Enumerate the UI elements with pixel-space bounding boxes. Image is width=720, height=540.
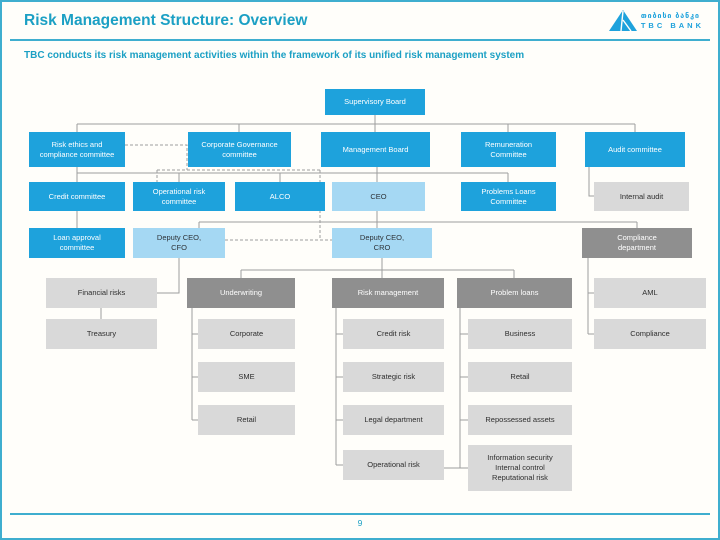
org-node-loan-approval-committee: Loan approval committee (29, 228, 125, 258)
org-node-underwriting: Underwriting (187, 278, 295, 308)
logo-triangle-icon (608, 10, 637, 31)
org-node-compliance-department: Compliance department (582, 228, 692, 258)
org-node-deputy-ceo-cfo: Deputy CEO, CFO (133, 228, 225, 258)
org-node-legal-department: Legal department (343, 405, 444, 435)
org-node-credit-committee: Credit committee (29, 182, 125, 211)
dashed-connector (125, 144, 188, 170)
org-node-retail-underwriting: Retail (198, 405, 295, 435)
logo-latin-name: TBC BANK (640, 20, 704, 30)
org-node-information-security: Information security Internal control Re… (468, 445, 572, 491)
org-node-ceo: CEO (332, 182, 425, 211)
org-node-remuneration-committee: Remuneration Committee (461, 132, 556, 167)
org-node-deputy-ceo-cro: Deputy CEO, CRO (332, 228, 432, 258)
org-node-credit-risk: Credit risk (343, 319, 444, 349)
org-node-financial-risks: Financial risks (46, 278, 157, 308)
org-node-operational-risk: Operational risk (343, 450, 444, 480)
footer-rule (10, 513, 710, 515)
org-node-business: Business (468, 319, 572, 349)
org-node-retail-problem-loans: Retail (468, 362, 572, 392)
logo-georgian-name: თიბისი ბანკი (640, 12, 700, 20)
logo-text: თიბისი ბანკი TBC BANK (641, 12, 704, 30)
org-node-problem-loans: Problem loans (457, 278, 572, 308)
org-node-supervisory-board: Supervisory Board (325, 89, 425, 115)
org-node-problems-loans-committee: Problems Loans Committee (461, 182, 556, 211)
org-node-risk-ethics-compliance-committee: Risk ethics and compliance committee (29, 132, 125, 167)
org-node-corporate-governance-committee: Corporate Governance committee (188, 132, 291, 167)
solid-connector (588, 167, 594, 197)
org-node-operational-risk-committee: Operational risk committee (133, 182, 225, 211)
org-node-management-board: Management Board (321, 132, 430, 167)
org-node-corporate: Corporate (198, 319, 295, 349)
title-rule (10, 39, 710, 41)
org-node-audit-committee: Audit committee (585, 132, 685, 167)
page-title: Risk Management Structure: Overview (24, 12, 308, 29)
org-node-strategic-risk: Strategic risk (343, 362, 444, 392)
org-node-compliance: Compliance (594, 319, 706, 349)
org-node-repossessed-assets: Repossessed assets (468, 405, 572, 435)
org-node-alco: ALCO (235, 182, 325, 211)
solid-connector (157, 258, 180, 294)
org-node-aml: AML (594, 278, 706, 308)
page-number: 9 (357, 518, 363, 528)
org-node-internal-audit: Internal audit (594, 182, 689, 211)
org-node-risk-management: Risk management (332, 278, 444, 308)
org-node-sme: SME (198, 362, 295, 392)
org-node-treasury: Treasury (46, 319, 157, 349)
slide-subtitle: TBC conducts its risk management activit… (24, 50, 525, 61)
tbc-logo: თიბისი ბანკი TBC BANK (608, 10, 704, 31)
